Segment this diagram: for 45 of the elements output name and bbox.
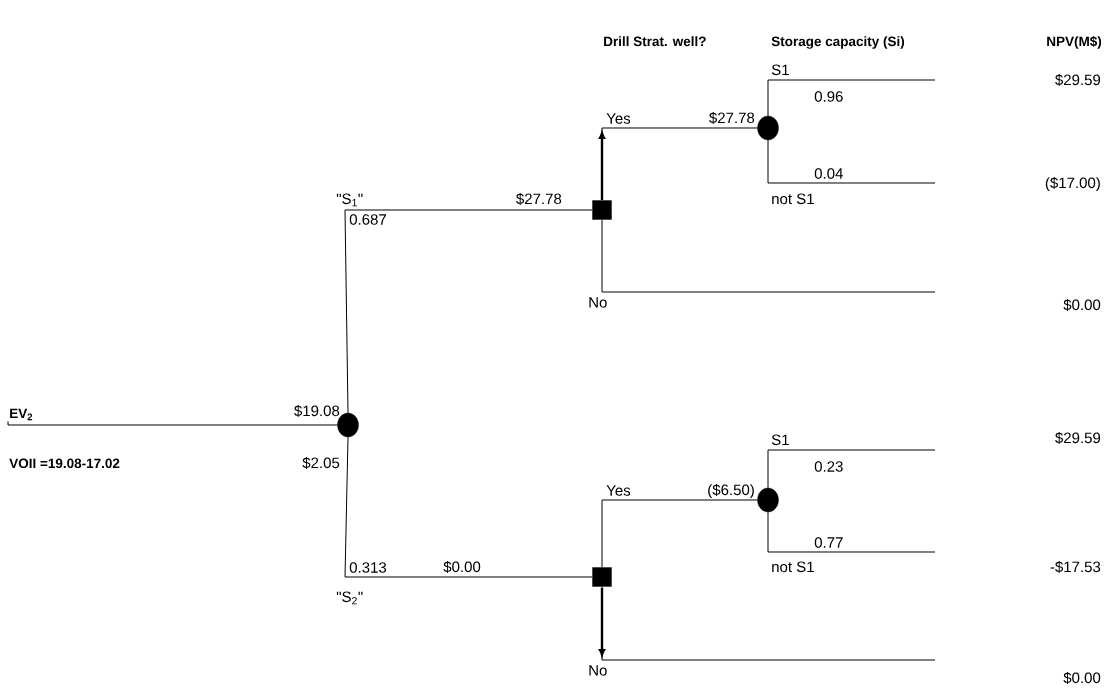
branch-line xyxy=(344,209,593,414)
branch-line xyxy=(767,511,936,553)
value-label: S1 xyxy=(771,434,789,446)
value-text: EV$_{2}$ xyxy=(10,408,33,421)
edge-label: Yes xyxy=(605,484,632,497)
edge-label: 0.96 xyxy=(813,90,845,103)
edge-label: 0.77 xyxy=(813,536,845,549)
chance-node xyxy=(757,115,779,141)
decision-node xyxy=(592,200,612,220)
value-label: $29.59 xyxy=(1055,431,1101,445)
value-label: $0.00 xyxy=(1063,298,1101,312)
edge-label: 0.687 xyxy=(348,213,388,226)
edge-label: Yes xyxy=(605,112,632,125)
value-label: $0.00 xyxy=(1063,671,1101,685)
branch-line xyxy=(767,449,936,489)
branch-line xyxy=(7,420,338,426)
value-label: $27.78 xyxy=(516,192,562,206)
value-label: S1 xyxy=(771,64,789,76)
decision-node xyxy=(592,567,612,587)
edge-label: 0.313 xyxy=(348,561,388,574)
column-header: Drill Strat. well? xyxy=(604,36,706,47)
branch-line xyxy=(601,499,758,568)
edge-label: No xyxy=(587,664,609,677)
note-text: VOII =19.08-17.02 xyxy=(9,458,120,469)
chance-node xyxy=(337,412,359,438)
chance-node xyxy=(757,487,779,513)
branch-line xyxy=(344,436,593,578)
column-header: NPV(M$) xyxy=(1047,36,1102,49)
value-label: $29.59 xyxy=(1055,73,1101,87)
value-label: ($17.00) xyxy=(1045,176,1100,192)
column-header: Storage capacity (Si) xyxy=(771,36,905,49)
value-label: $0.00 xyxy=(443,560,481,574)
value-label: -$17.53 xyxy=(1050,560,1101,574)
value-label: "S$_{1}$" xyxy=(336,193,363,207)
branch-line xyxy=(767,139,936,184)
value-label: $27.78 xyxy=(709,111,755,125)
value-label: ($6.50) xyxy=(708,483,754,499)
value-label: $19.08 xyxy=(294,404,340,418)
edge-label: 0.04 xyxy=(813,167,845,180)
branch-line xyxy=(601,586,936,661)
edge-label: No xyxy=(587,296,609,309)
branch-line xyxy=(601,219,936,293)
edge-label: 0.23 xyxy=(813,460,845,473)
value-label: "S$_{2}$" xyxy=(336,591,363,605)
branch-line xyxy=(767,79,936,117)
